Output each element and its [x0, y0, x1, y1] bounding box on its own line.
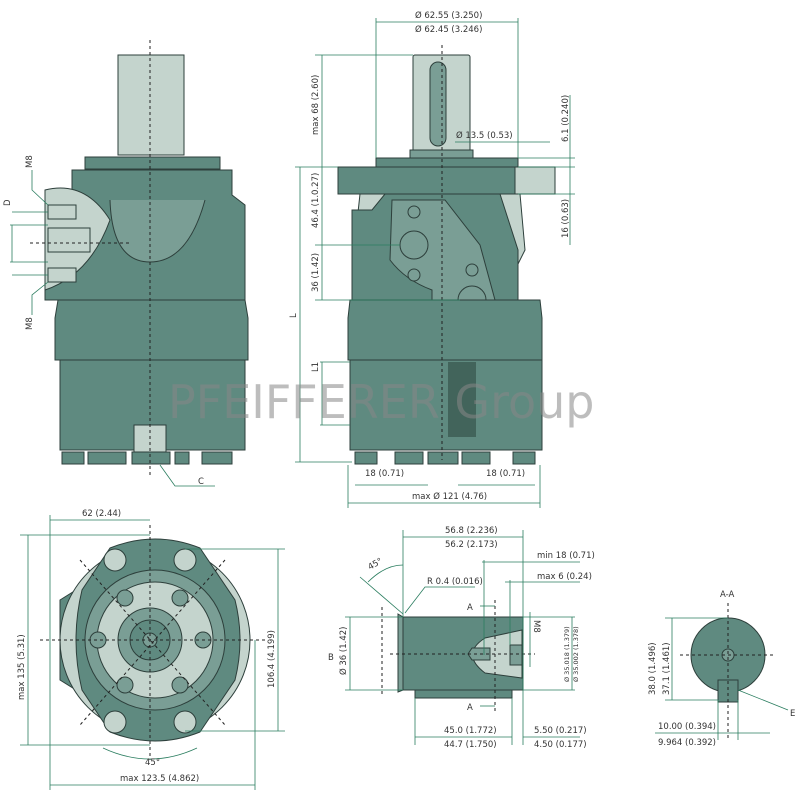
label-d: D: [3, 199, 13, 206]
side-bolts: [61, 424, 233, 465]
label-m8-bottom: M8: [25, 317, 35, 330]
shaft-length-max: 56.8 (2.236): [445, 526, 498, 536]
shaft-label-b: B: [328, 653, 334, 663]
front-max-diameter: max Ø 121 (4.76): [412, 491, 487, 502]
section-height-max: 38.0 (1.496): [648, 642, 658, 695]
shaft-key: [414, 689, 513, 699]
section-key-width-min: 9.964 (0.392): [658, 738, 716, 748]
section-key-width-max: 10.00 (0.394): [658, 722, 716, 732]
front-port-m8-2: [407, 268, 421, 282]
front-lower-body: [349, 359, 543, 451]
front-port-spacing: 36 (1.42): [311, 253, 321, 292]
key-offset-max: 5.50 (0.217): [534, 726, 587, 736]
front-port-m8-3: [465, 263, 479, 277]
section-height-min: 37.1 (1.461): [662, 642, 672, 695]
shaft-thread-depth: min 18 (0.71): [537, 551, 595, 561]
side-shaft: [117, 54, 185, 156]
flange-cap-bolts: [89, 589, 212, 694]
section-mark-top: A: [467, 603, 473, 613]
front-port-offset: 46.4 (1.0.27): [311, 173, 321, 228]
shaft-detail: 56.8 (2.236) 56.2 (2.173) 45° R 0.4 (0.0…: [328, 526, 595, 750]
flange-height-max: max 135 (5.31): [17, 634, 27, 700]
front-flange-gap: 6.1 (0.240): [561, 95, 571, 142]
shaft-thread: M8: [531, 620, 541, 633]
side-cap: [54, 299, 249, 361]
flange-bolt-spacing: 106.4 (4.199): [267, 630, 277, 688]
shaft-dia-max: Ø 35.018 (1.379): [563, 626, 571, 682]
watermark: PFEIFFERER Group: [168, 375, 594, 429]
front-bolt-offset-left: 18 (0.71): [365, 469, 404, 479]
front-neck: [375, 157, 519, 168]
flange-view: 62 (2.44) max 135 (5.31) 106.4 (4.199) 4…: [17, 509, 285, 790]
flange-width-max: max 123.5 (4.862): [120, 774, 199, 784]
side-neck: [84, 156, 221, 170]
front-shaft-keyway: [429, 61, 447, 147]
front-shaft-dia-max: Ø 62.55 (3.250): [415, 10, 482, 21]
shaft-chamfer: [397, 613, 404, 693]
front-port-m8-1: [407, 205, 421, 219]
shaft-radius: R 0.4 (0.016): [427, 577, 483, 587]
front-length-l: L: [289, 313, 299, 318]
flange-corner-bolts: [103, 548, 197, 734]
front-flange-ear: [514, 166, 556, 195]
key-length-min: 44.7 (1.750): [444, 740, 497, 750]
shaft-pilot-dia: Ø 36 (1.42): [338, 627, 349, 675]
front-flange: [337, 166, 519, 195]
shaft-thread-hole: [467, 647, 491, 661]
side-view: M8 D M8 C: [3, 40, 249, 487]
shaft-chamfer-angle: 45°: [367, 556, 385, 572]
shaft-length-min: 56.2 (2.173): [445, 540, 498, 550]
flange-top-width: 62 (2.44): [82, 509, 121, 519]
front-length-l1: L1: [311, 362, 321, 372]
section-label-e: E: [790, 709, 795, 719]
front-flange-thickness: 16 (0.63): [561, 199, 571, 238]
section-title: A-A: [720, 590, 735, 600]
label-c: C: [198, 477, 204, 487]
front-nameplate: [448, 362, 476, 437]
front-shaft-length: max 68 (2.60): [311, 75, 321, 135]
front-hole-dia: Ø 13.5 (0.53): [456, 130, 513, 141]
side-port-m8-top: [47, 204, 77, 220]
front-port-a: [399, 230, 429, 260]
key-offset-min: 4.50 (0.177): [534, 740, 587, 750]
front-bolt-offset-right: 18 (0.71): [486, 469, 525, 479]
front-bolts: [354, 451, 536, 465]
shaft-dia-min: Ø 35.002 (1.378): [572, 626, 580, 682]
key-length-max: 45.0 (1.772): [444, 726, 497, 736]
flange-angle: 45°: [145, 758, 160, 768]
shaft-thread-counterbore: [509, 644, 523, 666]
front-shaft-dia-min: Ø 62.45 (3.246): [415, 24, 482, 35]
section-aa: A-A 38.0 (1.496) 37.1 (1.461) 10.00 (0.3…: [648, 590, 795, 748]
label-m8-top: M8: [25, 155, 35, 168]
side-port-d: [47, 227, 91, 253]
front-cap: [347, 299, 543, 361]
side-port-m8-bottom: [47, 267, 77, 283]
front-view: Ø 62.55 (3.250) Ø 62.45 (3.246) max 68 (…: [289, 10, 575, 508]
section-mark-bottom: A: [467, 703, 473, 713]
shaft-thread-offset: max 6 (0.24): [537, 572, 592, 582]
